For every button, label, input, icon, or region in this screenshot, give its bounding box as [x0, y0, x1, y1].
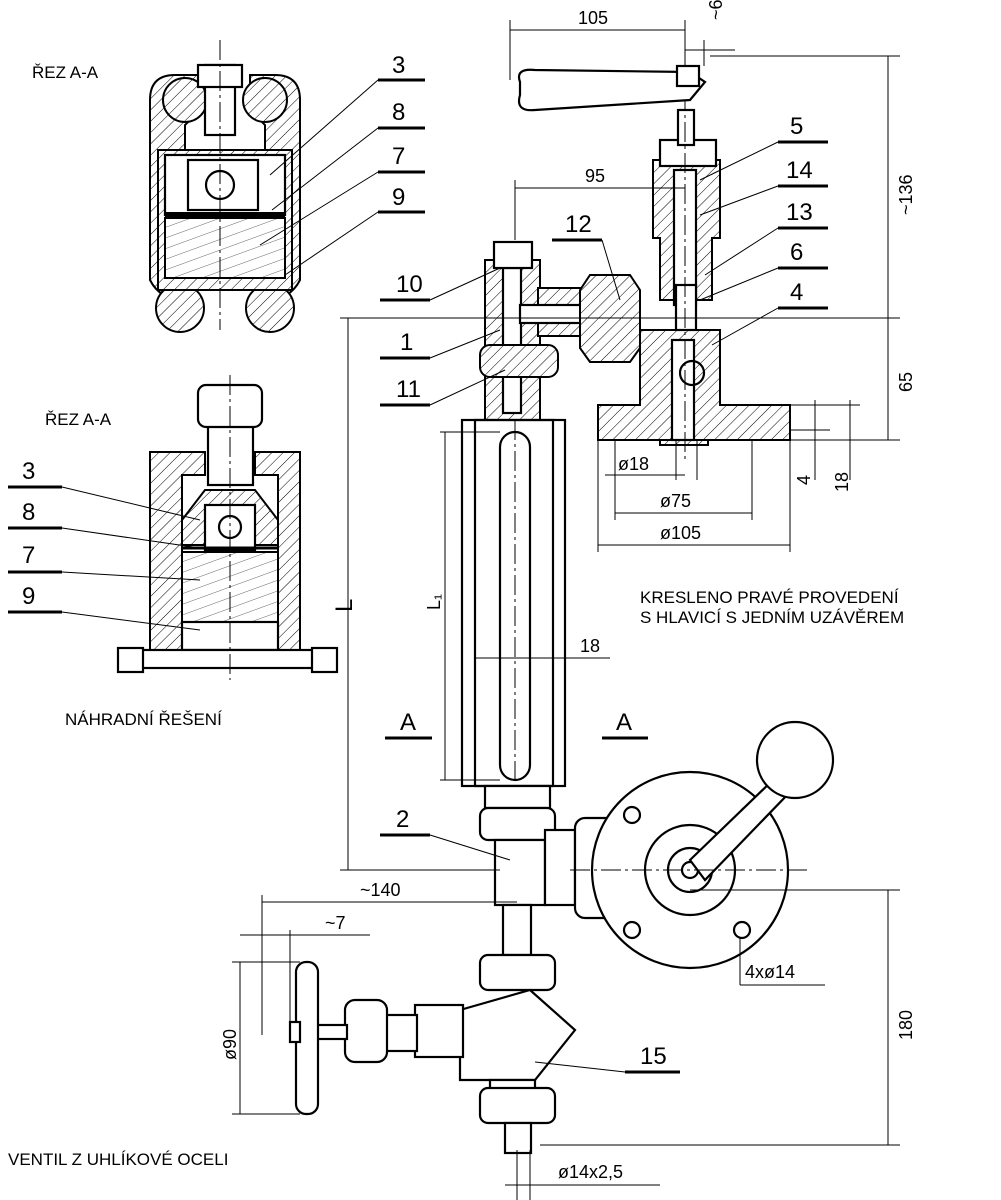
dim-180: 180	[896, 1010, 916, 1040]
label-mid-9: 9	[22, 583, 35, 610]
note-line-1: KRESLENO PRAVÉ PROVEDENÍ	[640, 588, 899, 607]
dim-phi75: ø75	[660, 491, 691, 511]
label-top-9: 9	[392, 184, 405, 211]
dim-95: 95	[585, 166, 605, 186]
dim-136: ~136	[896, 174, 916, 215]
section-middle: ŘEZ A-A 3 8 7 9 NÁHRADNÍ ŘEŠENÍ	[8, 375, 339, 729]
dim-18-vertical: 18	[832, 472, 852, 492]
caption-valve: VENTIL Z UHLÍKOVÉ OCELI	[8, 1150, 228, 1169]
section-title-middle: ŘEZ A-A	[45, 410, 112, 429]
label-12: 12	[565, 211, 592, 238]
label-top-3: 3	[392, 52, 405, 79]
label-1: 1	[400, 329, 413, 356]
dim-phi18: ø18	[618, 454, 649, 474]
label-top-8: 8	[392, 99, 405, 126]
section-title-top: ŘEZ A-A	[32, 63, 99, 82]
label-13: 13	[786, 199, 813, 226]
section-marker-right: A	[616, 709, 632, 736]
caption-alternative: NÁHRADNÍ ŘEŠENÍ	[65, 710, 222, 729]
label-4: 4	[790, 279, 803, 306]
label-5: 5	[790, 113, 803, 140]
label-top-7: 7	[392, 143, 405, 170]
label-2: 2	[396, 806, 409, 833]
label-mid-7: 7	[22, 542, 35, 569]
label-mid-3: 3	[22, 458, 35, 485]
dim-holes: 4xø14	[745, 962, 795, 982]
label-10: 10	[396, 271, 423, 298]
dim-105-top: 105	[578, 8, 608, 28]
section-marker-left: A	[400, 709, 416, 736]
label-6: 6	[790, 239, 803, 266]
dim-140: ~140	[360, 880, 401, 900]
main-gauge	[288, 60, 835, 1200]
dim-4: 4	[794, 475, 814, 485]
part-labels: 10 1 11 12 5 14 13 6 4 2 15	[380, 113, 828, 1074]
dim-tube: ø14x2,5	[558, 1162, 623, 1182]
dim-phi90: ø90	[220, 1029, 240, 1060]
label-mid-8: 8	[22, 499, 35, 526]
dim-18-glass: 18	[580, 636, 600, 656]
dim-6: ~6	[706, 0, 726, 20]
dim-7: ~7	[325, 913, 346, 933]
dim-phi105: ø105	[660, 523, 701, 543]
label-15: 15	[640, 1043, 667, 1070]
dim-L: L	[331, 599, 358, 612]
dim-L1: L₁	[424, 594, 444, 610]
label-11: 11	[396, 376, 421, 403]
dim-65: 65	[896, 372, 916, 392]
section-top: ŘEZ A-A 3 8 7 9	[32, 40, 425, 333]
label-14: 14	[786, 157, 813, 184]
note-line-2: S HLAVICÍ S JEDNÍM UZÁVĚREM	[640, 608, 904, 627]
dimensions: 105 ~6 ~136 95 65 4 18 ø18 ø75	[220, 0, 916, 1186]
